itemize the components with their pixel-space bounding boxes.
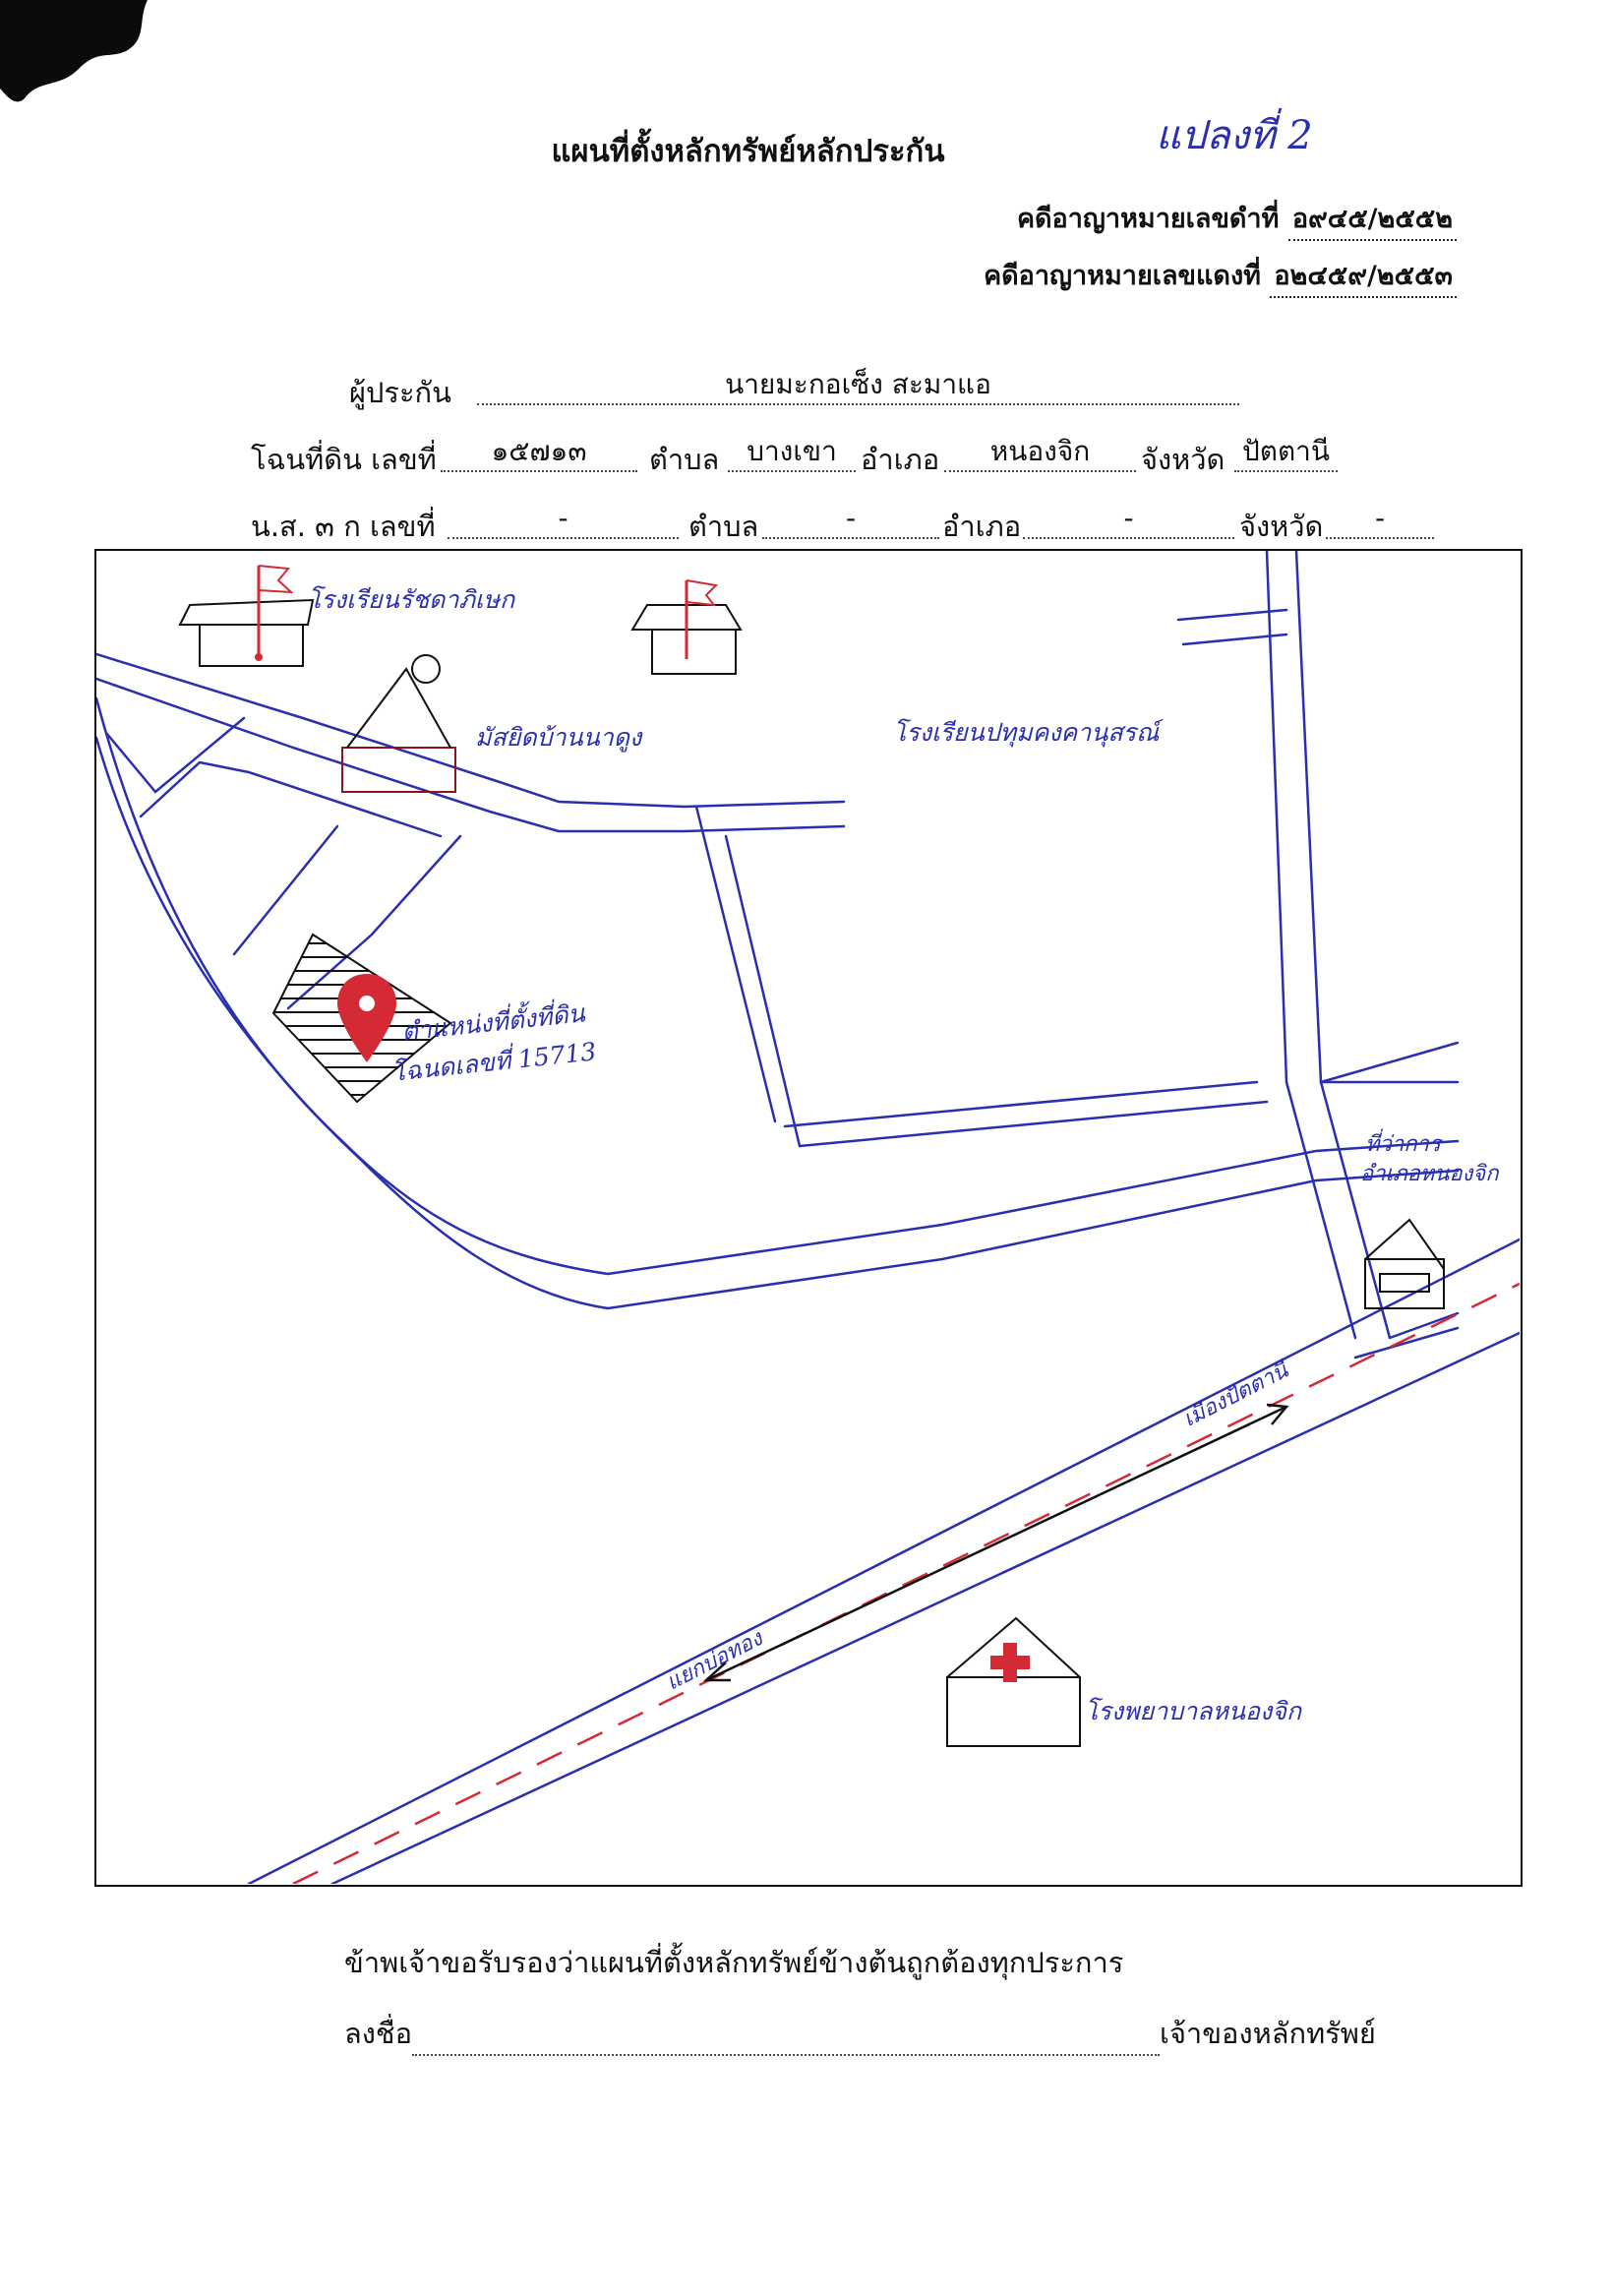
- deed-number: ๑๕๗๑๓: [441, 435, 637, 472]
- map-drawing: [96, 551, 1520, 1884]
- location-pin-icon: [337, 974, 396, 1062]
- hospital-icon: [946, 1616, 1081, 1747]
- deed-province-label: จังหวัด: [1141, 443, 1225, 476]
- school-2-label: โรงเรียนปทุมคงคานุสรณ์: [893, 718, 1160, 747]
- certification-statement: ข้าพเจ้าขอรับรองว่าแผนที่ตั้งหลักทรัพย์ข…: [344, 1946, 1124, 1979]
- hospital-label: โรงพยาบาลหนองจิก: [1085, 1697, 1302, 1725]
- ink-blot: [0, 0, 148, 102]
- ns3k-number: -: [448, 502, 679, 539]
- ns3k-subdistrict: -: [762, 502, 939, 539]
- highway-centerline: [292, 1282, 1520, 1884]
- signature-field[interactable]: [412, 2024, 1161, 2056]
- district-office-label-1: ที่ว่าการ: [1365, 1132, 1441, 1157]
- black-case-line: คดีอาญาหมายเลขดำที่ อ๙๔๕/๒๕๕๒: [1017, 197, 1457, 241]
- deed-province: ปัตตานี: [1234, 435, 1338, 472]
- deed-label: โฉนที่ดิน เลขที่: [251, 443, 437, 476]
- ns3k-district: -: [1023, 502, 1234, 539]
- district-office-icon: [1364, 1218, 1445, 1309]
- red-case-number: อ๒๔๕๙/๒๕๕๓: [1270, 254, 1457, 298]
- page-title: แผนที่ตั้งหลักทรัพย์หลักประกัน: [551, 134, 945, 169]
- school-1-label: โรงเรียนรัชดาภิเษก: [308, 585, 515, 614]
- district-office-label-2: อำเภอหนองจิก: [1360, 1162, 1499, 1186]
- school-1-icon: [178, 565, 315, 667]
- deed-district: หนองจิก: [944, 435, 1136, 472]
- ns3k-province-label: จังหวัด: [1239, 510, 1324, 543]
- deed-subdistrict-label: ตำบล: [649, 443, 720, 476]
- direction-arrow: [702, 1403, 1289, 1682]
- sheet-number: แปลงที่ 2: [1156, 113, 1313, 158]
- guarantor-name: นายมะกอเซ็ง สะมาแอ: [477, 368, 1239, 405]
- ns3k-label: น.ส. ๓ ก เลขที่: [251, 510, 436, 543]
- red-case-line: คดีอาญาหมายเลขแดงที่ อ๒๔๕๙/๒๕๕๓: [984, 254, 1457, 298]
- ns3k-subdistrict-label: ตำบล: [688, 510, 759, 543]
- mosque-label: มัสยิดบ้านนาดูง: [475, 723, 642, 752]
- location-map: โรงเรียนรัชดาภิเษก มัสยิดบ้านนาดูง โรงเร…: [94, 549, 1523, 1887]
- deed-district-label: อำเภอ: [861, 443, 940, 476]
- road-right-vertical: [1265, 551, 1357, 1340]
- road-top-diagonal: [96, 652, 846, 809]
- guarantor-label: ผู้ประกัน: [349, 376, 451, 409]
- highway: [247, 1238, 1520, 1884]
- mosque-icon: [341, 654, 456, 793]
- black-case-number: อ๙๔๕/๒๕๕๒: [1287, 197, 1457, 241]
- deed-subdistrict: บางเขา: [728, 435, 856, 472]
- school-2-icon: [630, 579, 743, 675]
- ns3k-district-label: อำเภอ: [942, 510, 1022, 543]
- signature-line: ลงชื่อเจ้าของหลักทรัพย์: [344, 2011, 1376, 2056]
- ns3k-province: -: [1326, 502, 1434, 539]
- road-bottom: [606, 1139, 1460, 1276]
